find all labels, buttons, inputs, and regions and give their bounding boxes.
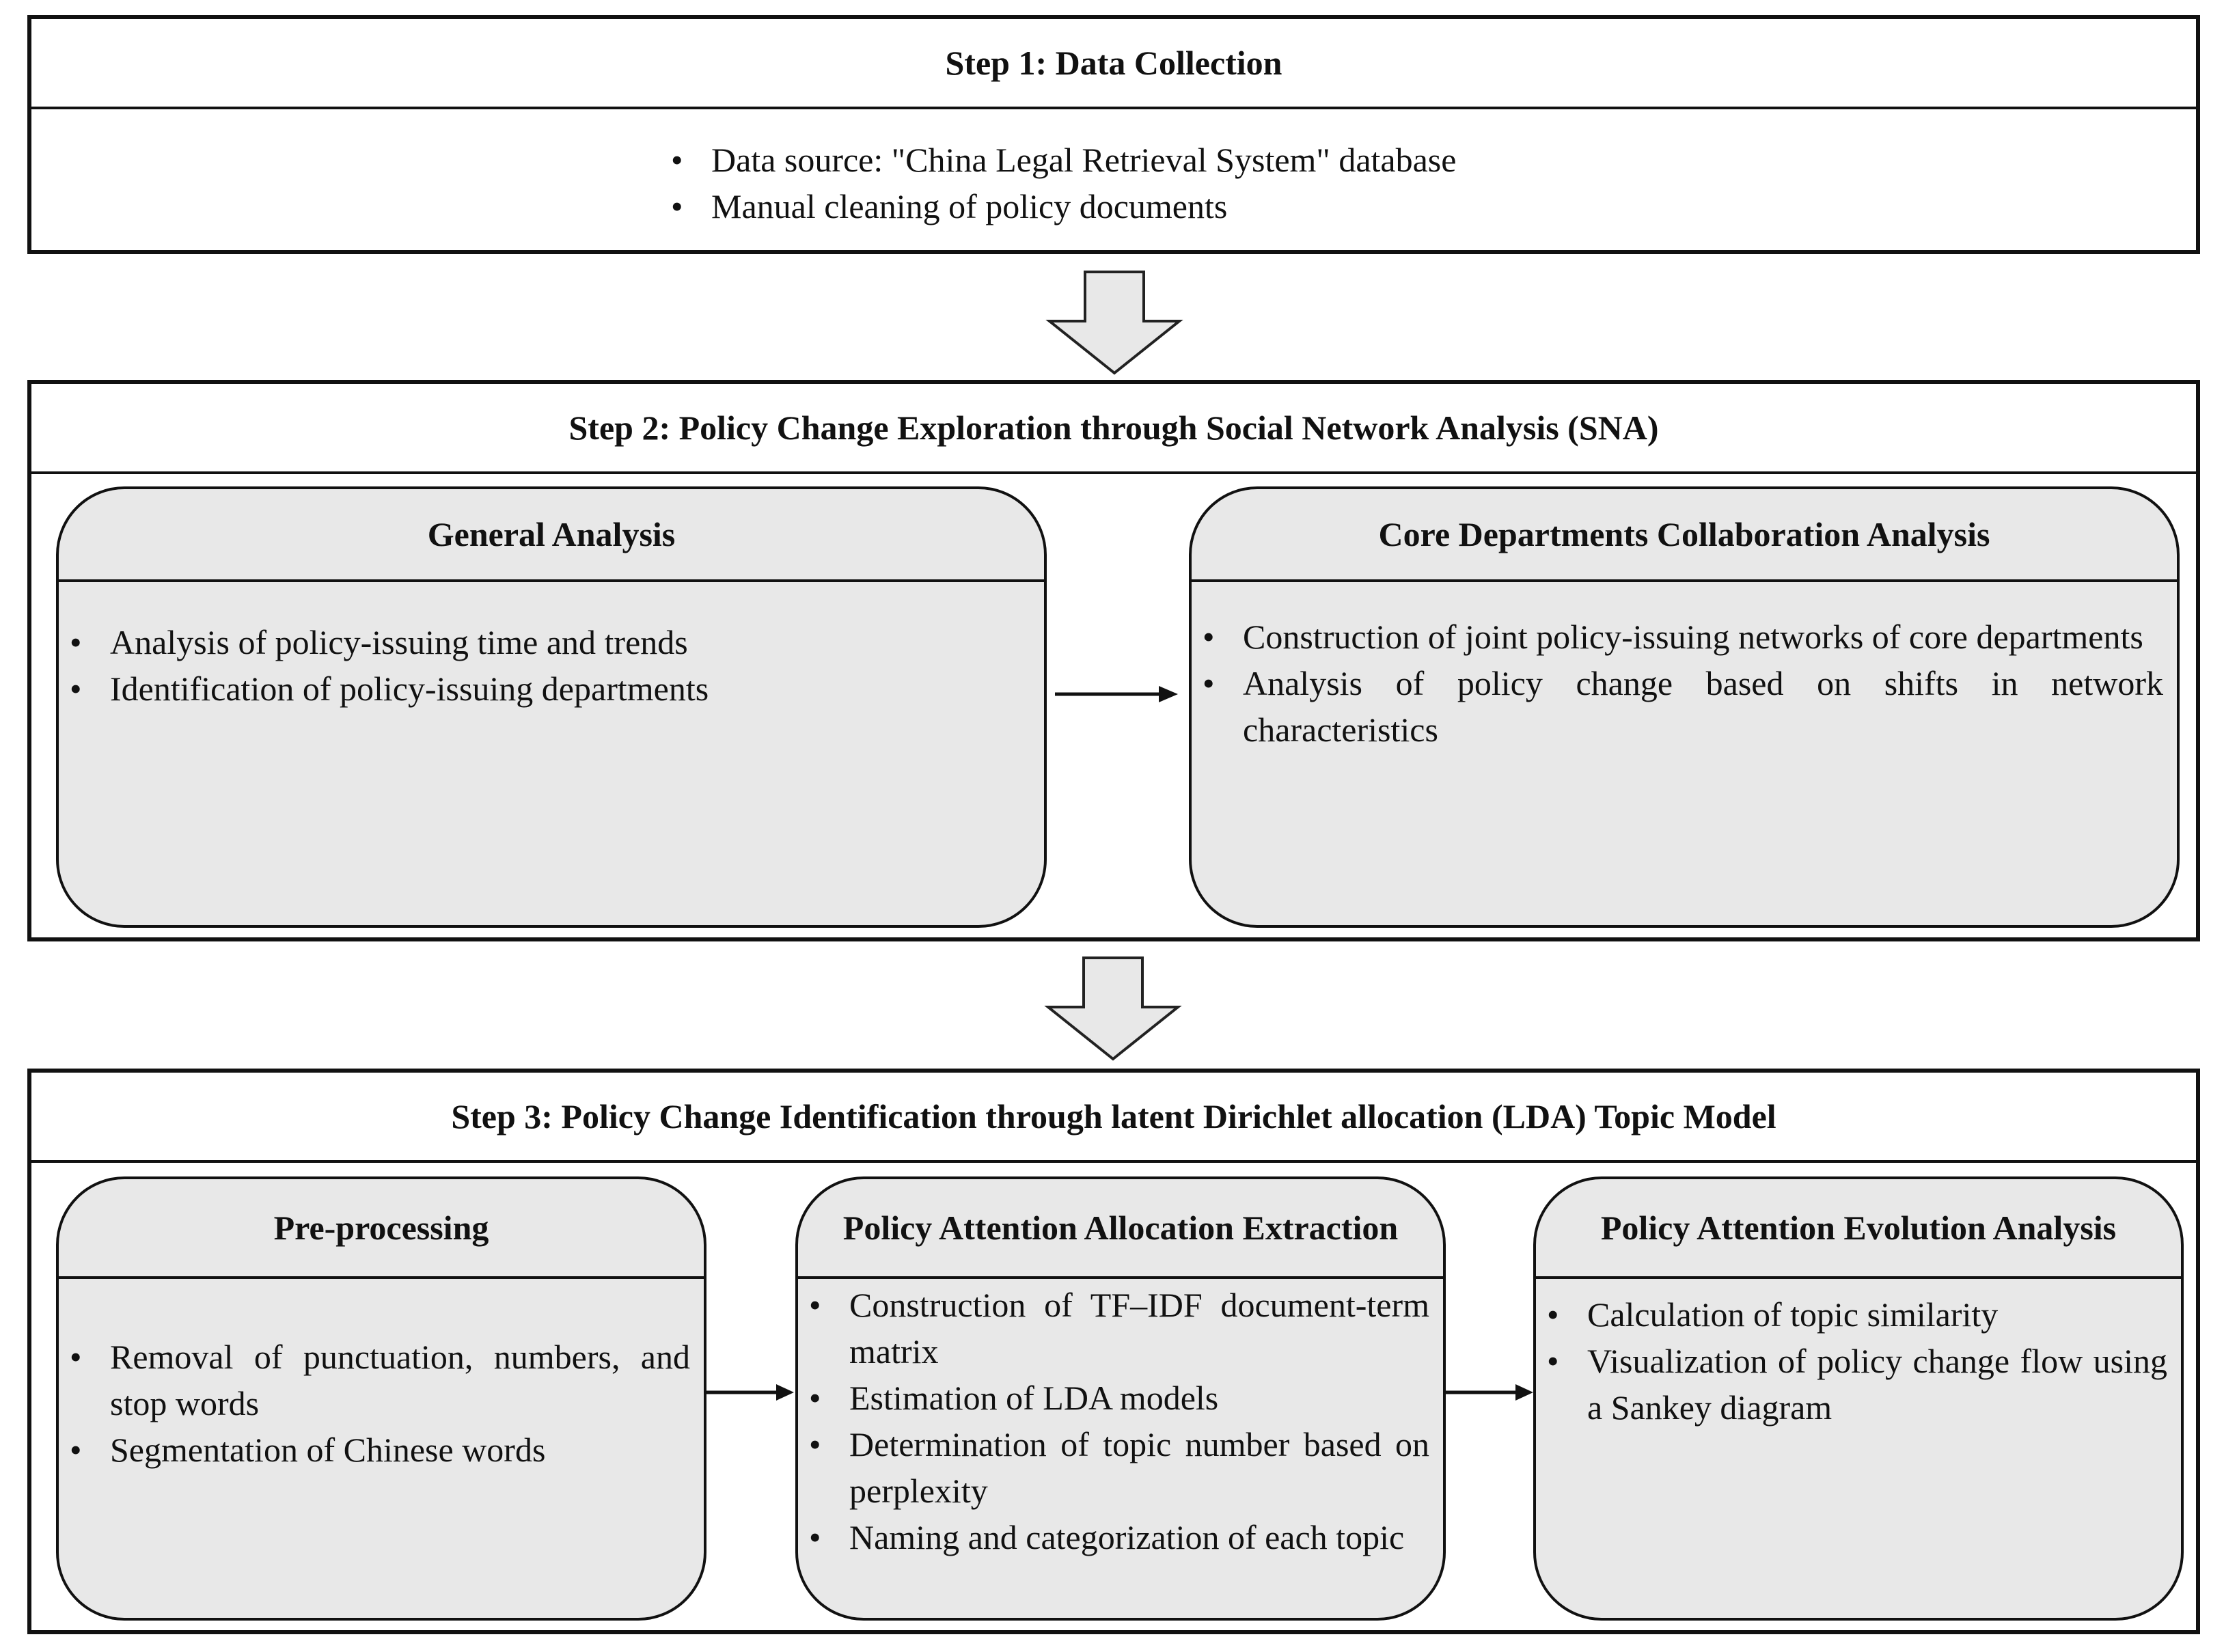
preprocessing-item: Segmentation of Chinese words bbox=[59, 1427, 690, 1473]
attention-evolution-title: Policy Attention Evolution Analysis bbox=[1536, 1179, 2181, 1279]
attention-extraction-card: Policy Attention Allocation Extraction C… bbox=[795, 1176, 1446, 1621]
core-departments-card: Core Departments Collaboration Analysis … bbox=[1189, 486, 2180, 928]
step1-item: Data source: "China Legal Retrieval Syst… bbox=[660, 137, 1617, 183]
step2-title: Step 2: Policy Change Exploration throug… bbox=[31, 384, 2196, 474]
general-analysis-title: General Analysis bbox=[59, 489, 1044, 582]
general-analysis-list: Analysis of policy-issuing time and tren… bbox=[59, 619, 1017, 712]
general-analysis-card: General Analysis Analysis of policy-issu… bbox=[56, 486, 1047, 928]
step1-list: Data source: "China Legal Retrieval Syst… bbox=[660, 137, 1617, 230]
attention-evolution-card: Policy Attention Evolution Analysis Calc… bbox=[1533, 1176, 2184, 1621]
down-arrow-step1-to-step2 bbox=[1045, 271, 1183, 375]
step3-title: Step 3: Policy Change Identification thr… bbox=[31, 1073, 2196, 1163]
core-departments-item: Analysis of policy change based on shift… bbox=[1192, 660, 2163, 753]
attention-extraction-item: Estimation of LDA models bbox=[798, 1375, 1429, 1421]
preprocessing-item: Removal of punctuation, numbers, and sto… bbox=[59, 1334, 690, 1427]
step3-box: Step 3: Policy Change Identification thr… bbox=[27, 1069, 2200, 1634]
preprocessing-list: Removal of punctuation, numbers, and sto… bbox=[59, 1334, 690, 1473]
preprocessing-card: Pre-processing Removal of punctuation, n… bbox=[56, 1176, 706, 1621]
attention-extraction-title: Policy Attention Allocation Extraction bbox=[798, 1179, 1443, 1279]
attention-evolution-item: Calculation of topic similarity bbox=[1536, 1291, 2167, 1338]
attention-evolution-item: Visualization of policy change flow usin… bbox=[1536, 1338, 2167, 1431]
preprocessing-title: Pre-processing bbox=[59, 1179, 704, 1279]
core-departments-item: Construction of joint policy-issuing net… bbox=[1192, 614, 2163, 660]
attention-extraction-item: Construction of TF–IDF document-term mat… bbox=[798, 1282, 1429, 1375]
step1-title: Step 1: Data Collection bbox=[31, 19, 2196, 109]
step1-item: Manual cleaning of policy documents bbox=[660, 183, 1617, 230]
general-analysis-item: Analysis of policy-issuing time and tren… bbox=[59, 619, 1017, 665]
core-departments-list: Construction of joint policy-issuing net… bbox=[1192, 614, 2163, 753]
attention-extraction-item: Determination of topic number based on p… bbox=[798, 1421, 1429, 1514]
step1-box: Step 1: Data Collection Data source: "Ch… bbox=[27, 15, 2200, 254]
attention-extraction-item: Naming and categorization of each topic bbox=[798, 1514, 1429, 1560]
down-arrow-step2-to-step3 bbox=[1044, 956, 1182, 1061]
general-analysis-item: Identification of policy-issuing departm… bbox=[59, 665, 1017, 712]
core-departments-title: Core Departments Collaboration Analysis bbox=[1192, 489, 2177, 582]
step2-box: Step 2: Policy Change Exploration throug… bbox=[27, 380, 2200, 941]
attention-evolution-list: Calculation of topic similarity Visualiz… bbox=[1536, 1291, 2167, 1431]
attention-extraction-list: Construction of TF–IDF document-term mat… bbox=[798, 1282, 1429, 1560]
